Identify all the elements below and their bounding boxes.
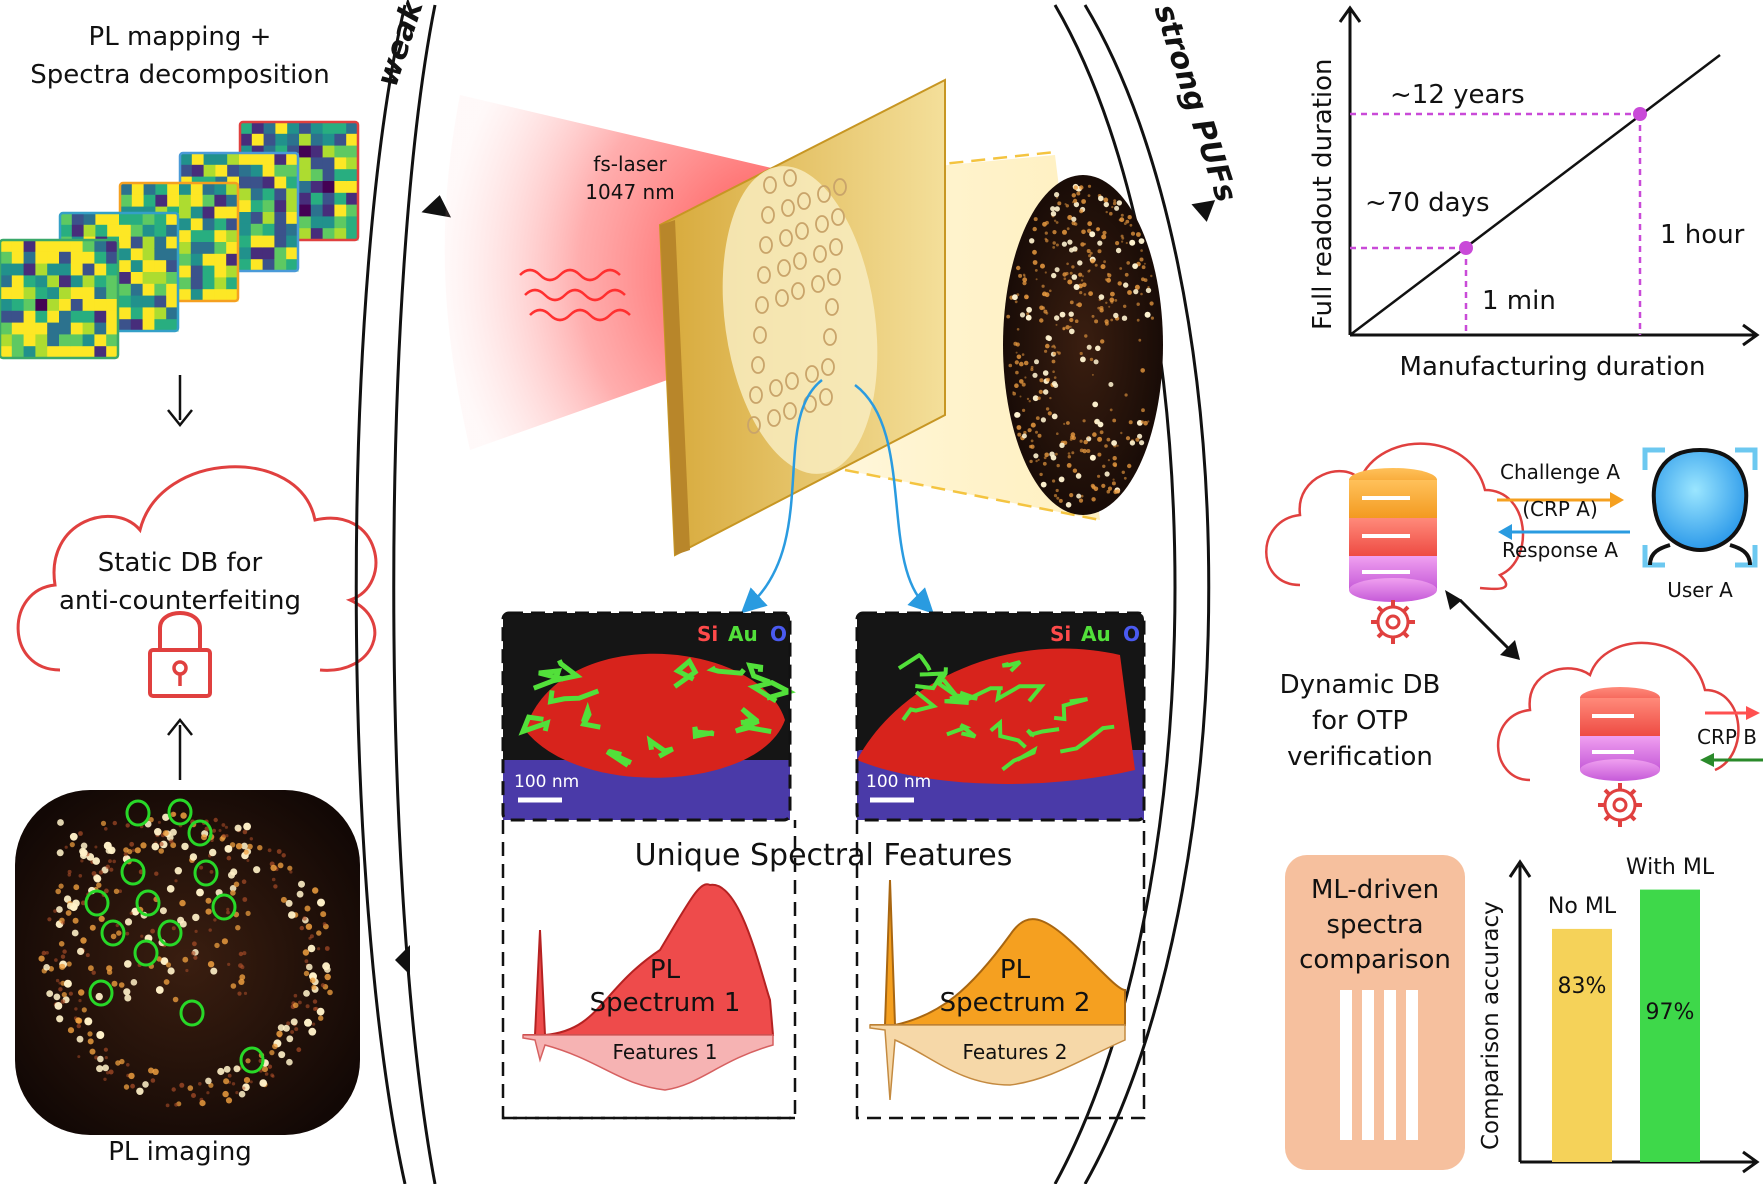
static-db-cloud bbox=[16, 465, 378, 672]
ml-box bbox=[1285, 855, 1465, 1170]
features-title: Unique Spectral Features bbox=[634, 838, 1013, 873]
spectrum1-line2: Spectrum 1 bbox=[589, 988, 741, 1018]
static-db-line1: Static DB for bbox=[97, 548, 263, 578]
laser-line1: fs-laser bbox=[593, 152, 667, 176]
laser-line2: 1047 nm bbox=[585, 180, 675, 204]
point-low bbox=[1459, 241, 1473, 255]
mapping-title-line1: PL mapping + bbox=[88, 22, 272, 52]
point-high-label: ~12 years bbox=[1390, 80, 1525, 110]
spectrum1-line1: PL bbox=[649, 955, 681, 985]
bar-value-label: 83% bbox=[1557, 974, 1607, 999]
mapping-title-line2: Spectra decomposition bbox=[30, 60, 330, 90]
dynamic-db-line3: verification bbox=[1287, 742, 1433, 772]
static-db-line2: anti-counterfeiting bbox=[58, 586, 302, 616]
eds2-si: Si bbox=[1050, 622, 1072, 646]
eds1-si: Si bbox=[697, 622, 719, 646]
lock-icon bbox=[148, 611, 212, 698]
eds-map-2 bbox=[855, 611, 1146, 822]
bar-value-label: 97% bbox=[1645, 1000, 1695, 1025]
emission-speckles bbox=[1006, 183, 1154, 508]
readout-xlabel: Manufacturing duration bbox=[1399, 352, 1706, 382]
laser-wave-icon bbox=[519, 268, 631, 322]
gear-icon-2 bbox=[1598, 783, 1642, 827]
pl-map-stack bbox=[0, 120, 360, 360]
bar-ylabel: Comparison accuracy bbox=[1478, 901, 1504, 1150]
ml-box-line1: ML-driven bbox=[1310, 875, 1440, 905]
accuracy-bar-chart bbox=[1508, 859, 1760, 1174]
crp-cloud-a bbox=[1265, 442, 1525, 602]
strong-arc-arrowhead bbox=[1191, 200, 1216, 222]
eds1-o: O bbox=[770, 622, 788, 646]
eds2-o: O bbox=[1123, 622, 1141, 646]
crp-b-label: CRP B bbox=[1697, 725, 1757, 749]
x-low-label: 1 min bbox=[1482, 286, 1556, 316]
point-low-label: ~70 days bbox=[1365, 188, 1490, 218]
eds-map-1 bbox=[501, 611, 796, 822]
bar-category-label: With ML bbox=[1625, 855, 1715, 880]
crp-a-label: (CRP A) bbox=[1522, 497, 1598, 521]
pl-imaging-panel bbox=[15, 790, 360, 1135]
spectrum2-line2: Spectrum 2 bbox=[939, 988, 1091, 1018]
weak-arc-arrowhead-lower bbox=[395, 945, 410, 975]
strong-arc-outer bbox=[1083, 4, 1211, 1184]
user-label: User A bbox=[1667, 578, 1733, 602]
point-high bbox=[1633, 107, 1647, 121]
spectrum-1 bbox=[522, 883, 775, 1091]
response-label: Response A bbox=[1501, 538, 1619, 562]
ml-box-line2: spectra bbox=[1326, 910, 1424, 940]
arrow-to-dynamic-db bbox=[1458, 598, 1517, 657]
ml-box-bars bbox=[1340, 990, 1418, 1140]
challenge-label: Challenge A bbox=[1499, 460, 1621, 484]
laser-structured-spots bbox=[747, 169, 847, 434]
weak-arc-outer bbox=[354, 4, 407, 1184]
eds1-au: Au bbox=[728, 622, 758, 646]
crp-cloud-b bbox=[1496, 641, 1740, 782]
features1-label: Features 1 bbox=[612, 1040, 718, 1064]
x-high-label: 1 hour bbox=[1660, 220, 1745, 250]
dynamic-db-line2: for OTP bbox=[1311, 706, 1409, 736]
eds1-scale: 100 nm bbox=[514, 772, 580, 792]
pl-imaging-emitters bbox=[38, 811, 333, 1108]
arrow-to-eds2 bbox=[854, 384, 934, 614]
features2-label: Features 2 bbox=[962, 1040, 1068, 1064]
gear-icon bbox=[1371, 600, 1415, 644]
ml-box-line3: comparison bbox=[1299, 945, 1451, 975]
readout-ylabel: Full readout duration bbox=[1308, 58, 1338, 330]
bar-category-label: No ML bbox=[1547, 894, 1617, 919]
weak-arc-inner bbox=[392, 4, 437, 1184]
eds2-au: Au bbox=[1081, 622, 1111, 646]
spectrum-2 bbox=[869, 879, 1126, 1101]
eds2-scale: 100 nm bbox=[866, 772, 932, 792]
dynamic-db-line1: Dynamic DB bbox=[1279, 670, 1441, 700]
readout-chart bbox=[1338, 5, 1760, 347]
emission-image bbox=[1003, 175, 1163, 515]
heatmap-layer bbox=[0, 238, 120, 360]
arrow-to-eds1 bbox=[740, 379, 823, 614]
pl-selected-emitters bbox=[84, 798, 265, 1074]
pl-imaging-label: PL imaging bbox=[108, 1137, 252, 1167]
user-a-icon bbox=[1642, 447, 1758, 568]
bar-no-ml bbox=[1552, 928, 1612, 1162]
weak-arc-arrowhead bbox=[421, 195, 452, 218]
bar-with-ml bbox=[1640, 889, 1700, 1162]
spectrum2-line1: PL bbox=[999, 955, 1031, 985]
